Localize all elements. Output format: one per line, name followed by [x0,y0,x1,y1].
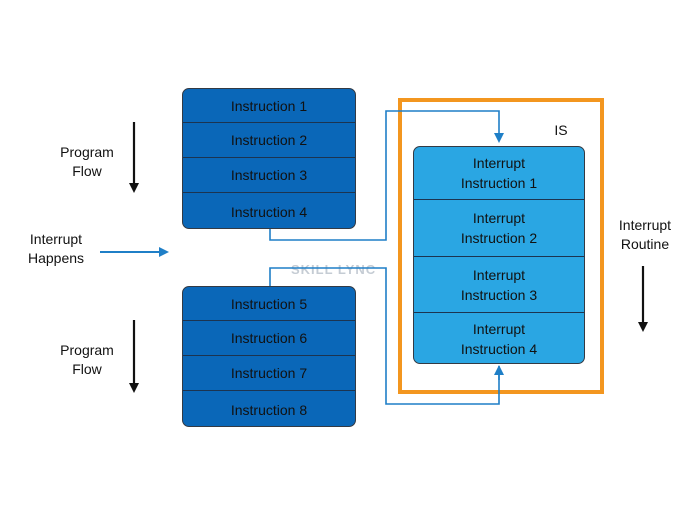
instruction-cell: Instruction 1 [230,97,308,114]
interrupt-cell-line: Interrupt [472,210,526,226]
label-line: Program [60,144,114,160]
instruction-cell: Instruction 6 [183,320,355,355]
program-flow-label-top: Program Flow [48,143,126,181]
interrupt-routine-stack: Interrupt Instruction 1 Interrupt Instru… [413,146,585,364]
label-line: Interrupt [618,217,672,233]
top-instruction-stack: Instruction 1 Instruction 2 Instruction … [182,88,356,229]
instruction-cell: Instruction 7 [183,355,355,390]
watermark-text: SKILL LYNC [291,262,377,277]
is-label: IS [554,122,568,138]
interrupt-instruction-cell: Interrupt Instruction 4 [414,312,584,363]
program-flow-label-bottom: Program Flow [48,341,126,379]
jump-to-isr-connector [269,110,504,241]
instruction-cell: Instruction 5 [230,295,308,312]
interrupt-cell-line: Instruction 1 [460,175,538,191]
label-line: Happens [27,250,85,266]
interrupt-cell-line: Instruction 4 [460,341,538,357]
interrupt-cell-line: Interrupt [472,321,526,337]
interrupt-instruction-cell: Interrupt Instruction 1 [414,147,584,199]
interrupt-happens-label: Interrupt Happens [16,230,96,268]
interrupt-routine-label: Interrupt Routine [606,216,684,254]
label-line: Program [60,342,114,358]
instruction-cell: Instruction 3 [183,157,355,192]
bottom-instruction-stack: Instruction 5 Instruction 6 Instruction … [182,286,356,427]
label-line: Flow [72,361,102,377]
interrupt-cell-line: Interrupt [472,266,526,283]
interrupt-cell-line: Instruction 2 [460,230,538,246]
interrupt-service-frame [398,98,604,394]
interrupt-instruction-cell: Interrupt Instruction 3 [414,256,584,312]
interrupt-cell-line: Instruction 3 [460,286,538,303]
instruction-cell: Instruction 8 [183,390,355,426]
instruction-cell: Instruction 2 [183,122,355,157]
label-line: Routine [620,236,670,252]
instruction-cell: Instruction 4 [183,192,355,228]
label-line: Interrupt [29,231,83,247]
interrupt-cell-line: Interrupt [472,155,526,171]
interrupt-instruction-cell: Interrupt Instruction 2 [414,199,584,256]
label-line: Flow [72,163,102,179]
return-from-isr-connector [269,267,500,405]
